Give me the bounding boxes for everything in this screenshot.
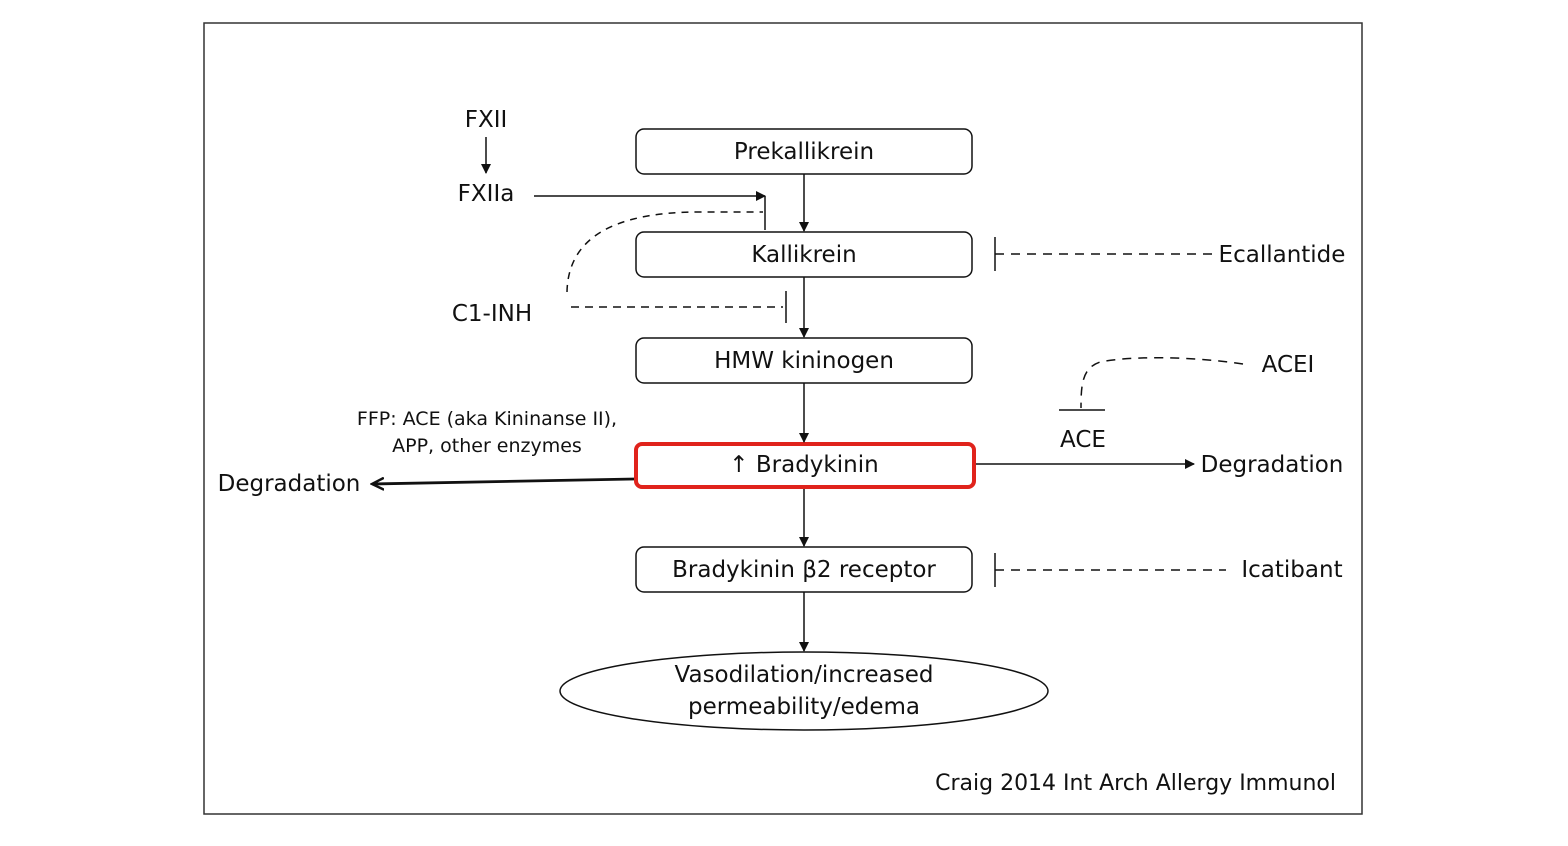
node-prekallikrein-label: Prekallikrein <box>734 139 874 165</box>
node-hmw-kininogen-label: HMW kininogen <box>714 348 894 374</box>
node-bradykinin-receptor-label: Bradykinin β2 receptor <box>672 557 936 583</box>
label-ecallantide: Ecallantide <box>1219 242 1346 268</box>
label-fxii: FXII <box>465 107 508 133</box>
citation: Craig 2014 Int Arch Allergy Immunol <box>935 771 1336 796</box>
acei-dashed-inhibition <box>1080 356 1244 409</box>
label-degradation-left: Degradation <box>218 471 361 497</box>
node-bradykinin-label: ↑ Bradykinin <box>729 452 878 478</box>
node-kallikrein-label: Kallikrein <box>751 242 856 268</box>
c1-inh-dashed-to-fxiia <box>566 211 763 293</box>
node-prekallikrein: Prekallikrein <box>635 128 973 175</box>
label-ffp-line2: APP, other enzymes <box>392 435 582 457</box>
figure-frame <box>203 22 1363 815</box>
node-bradykinin: ↑ Bradykinin <box>634 442 976 489</box>
label-ace: ACE <box>1060 427 1106 453</box>
arrow-bradykinin-to-degradation-left <box>372 479 635 484</box>
label-icatibant: Icatibant <box>1241 557 1342 583</box>
label-degradation-right: Degradation <box>1201 452 1344 478</box>
node-bradykinin-receptor: Bradykinin β2 receptor <box>635 546 973 593</box>
node-outcome-line2: permeability/edema <box>688 694 920 720</box>
label-c1-inh: C1-INH <box>452 301 532 327</box>
label-ffp-line1: FFP: ACE (aka Kininanse II), <box>357 408 617 430</box>
node-kallikrein: Kallikrein <box>635 231 973 278</box>
node-outcome-line1: Vasodilation/increased <box>675 662 934 688</box>
label-acei: ACEI <box>1262 352 1315 378</box>
node-hmw-kininogen: HMW kininogen <box>635 337 973 384</box>
label-fxiia: FXIIa <box>458 181 515 207</box>
node-outcome: Vasodilation/increased permeability/edem… <box>559 651 1049 731</box>
